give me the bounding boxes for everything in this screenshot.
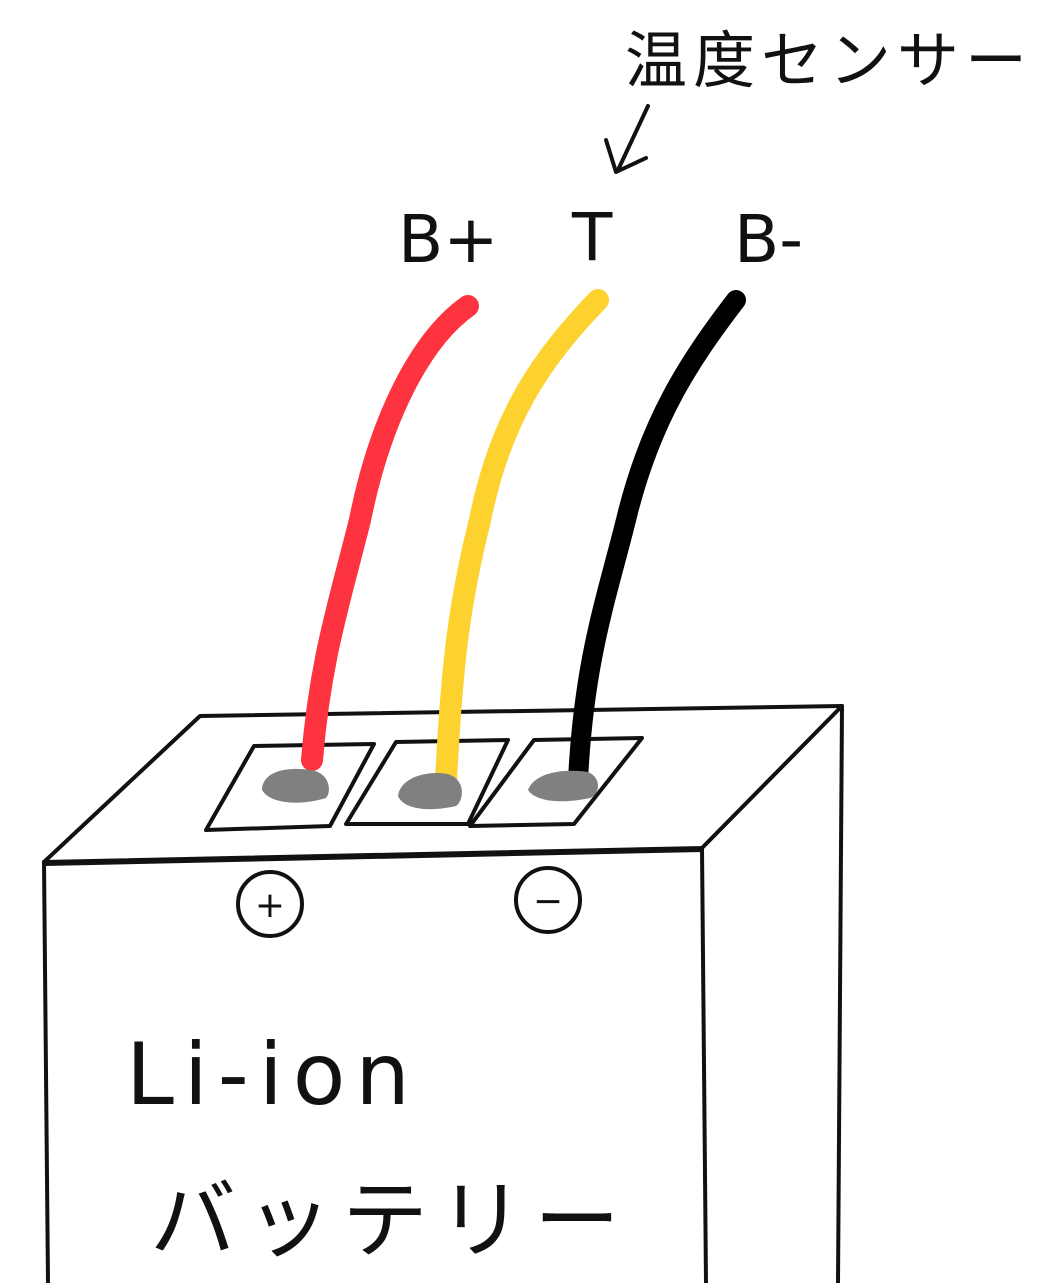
battery-body xyxy=(42,704,844,1283)
wire-label-temperature: T xyxy=(571,199,613,276)
solder-temperature xyxy=(398,772,462,810)
arrow-down-left-icon xyxy=(604,104,650,174)
battery-chemistry-label: Li-ion xyxy=(126,1025,420,1125)
wire-label-positive: B+ xyxy=(398,201,499,278)
wire-negative xyxy=(568,290,746,790)
polarity-negative: − xyxy=(533,881,563,922)
terminal-pad-negative xyxy=(468,736,644,828)
battery-name-label: バッテリー xyxy=(150,1171,630,1271)
solder-negative xyxy=(528,770,598,802)
terminal-pad-temperature xyxy=(344,738,510,826)
plus-circle-icon: + xyxy=(236,870,304,938)
battery-side-face xyxy=(836,704,844,1283)
wire-positive xyxy=(301,295,479,771)
solder-positive xyxy=(262,768,329,803)
wire-temperature xyxy=(435,289,609,791)
minus-circle-icon: − xyxy=(514,866,582,934)
sensor-label: 温度センサー xyxy=(625,24,1033,97)
polarity-positive: + xyxy=(255,885,285,926)
battery-front-face xyxy=(42,846,708,1283)
terminal-pad-positive xyxy=(204,742,376,832)
wire-label-negative: B- xyxy=(734,201,803,278)
